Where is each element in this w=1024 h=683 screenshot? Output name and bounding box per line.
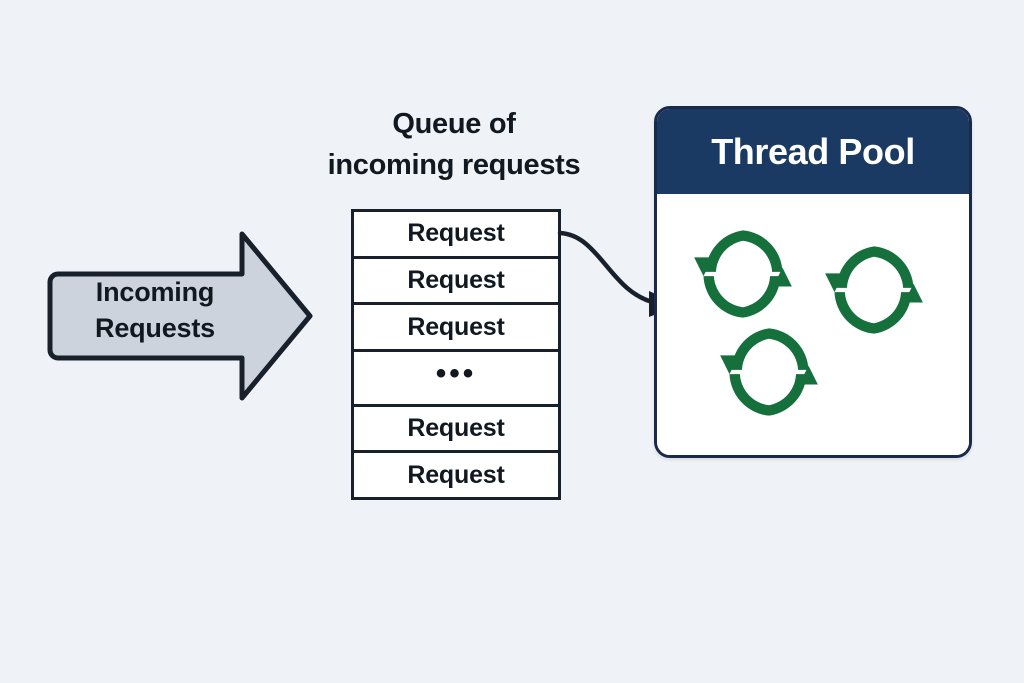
queue-row: Request — [354, 212, 558, 259]
queue-row: Request — [354, 305, 558, 353]
queue-title: Queue of incoming requests — [327, 108, 581, 181]
incoming-requests-arrow — [44, 228, 316, 404]
queue-row: Request — [354, 453, 558, 498]
thread-pool-header: Thread Pool — [657, 109, 969, 194]
circular-arrows-icon — [822, 238, 926, 342]
circular-arrows-icon — [717, 320, 821, 424]
block-arrow-shape — [47, 231, 313, 401]
thread-pool-title: Thread Pool — [711, 130, 915, 172]
queue-row: Request — [354, 258, 558, 306]
thread-pool-body — [657, 194, 969, 455]
thread-pool-card: Thread Pool — [654, 106, 972, 458]
request-queue: Request Request Request ••• Request Requ… — [351, 209, 561, 500]
queue-row-ellipsis: ••• — [354, 352, 558, 407]
queue-row: Request — [354, 406, 558, 454]
connector-curve — [557, 230, 659, 306]
circular-arrows-icon — [691, 222, 795, 326]
